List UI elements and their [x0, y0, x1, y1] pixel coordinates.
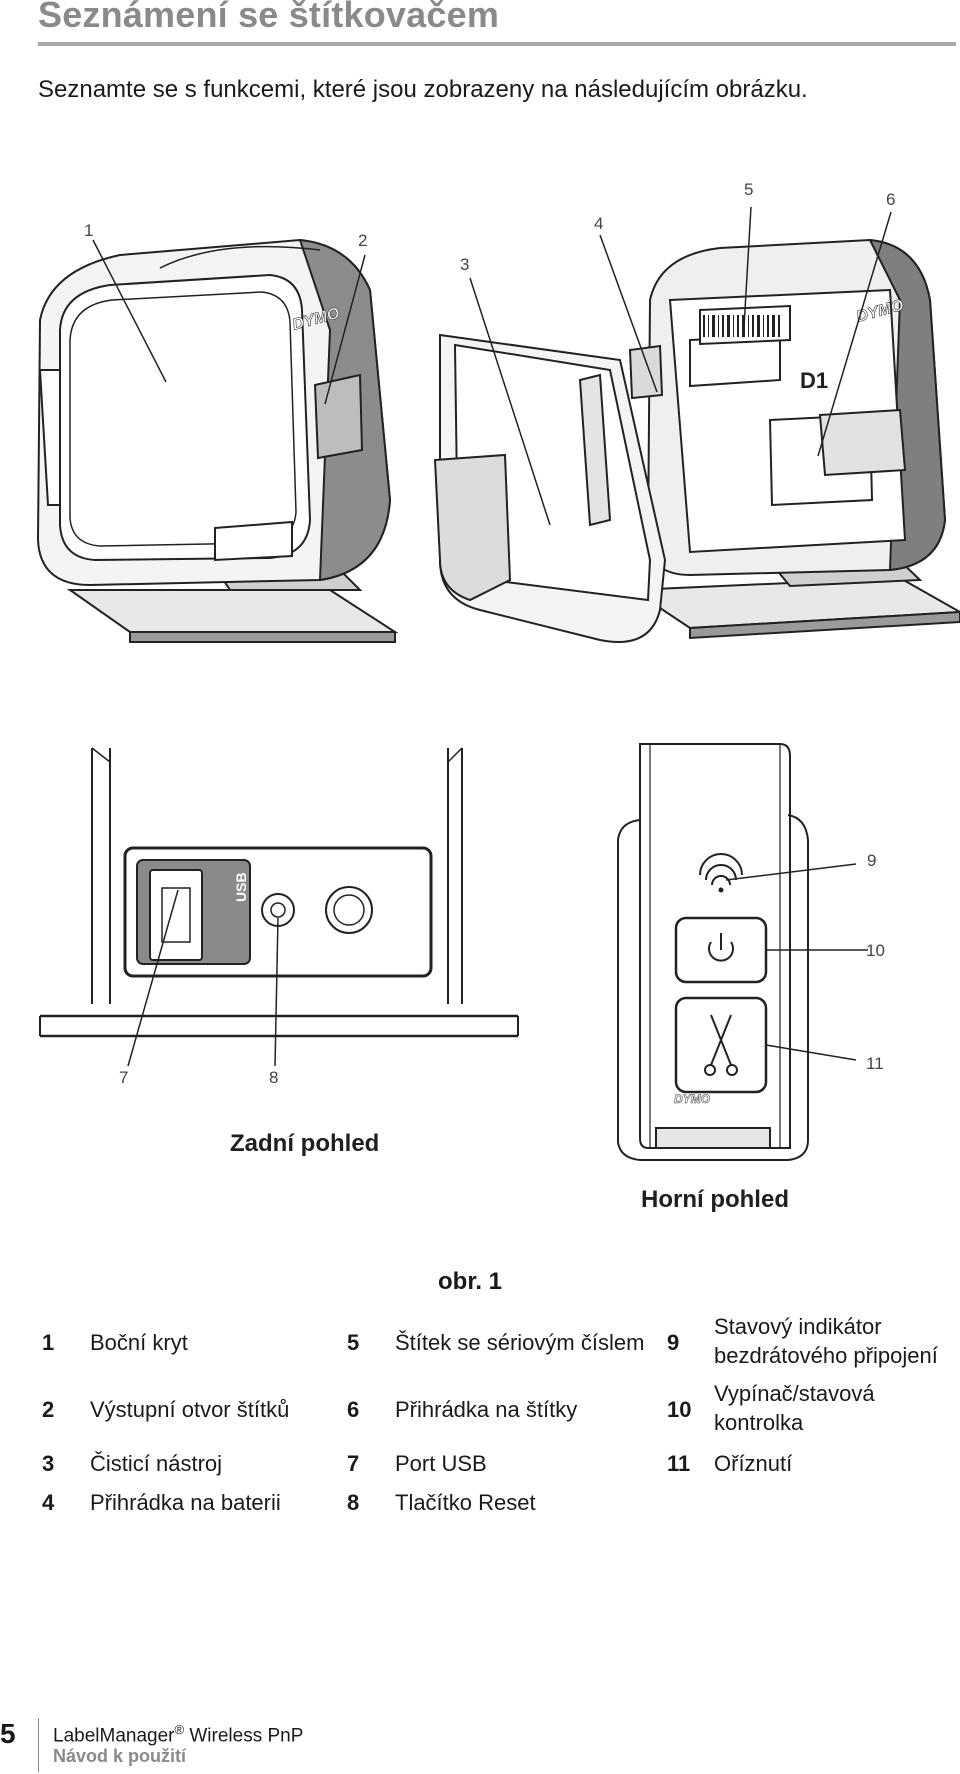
legend-num-5: 5 [347, 1330, 360, 1355]
figure-caption: obr. 1 [438, 1268, 503, 1295]
legend-num-3: 3 [42, 1451, 55, 1476]
footer-product-suffix: Wireless PnP [184, 1725, 304, 1747]
footer-subtitle: Návod k použití [53, 1746, 187, 1766]
callout-7: 7 [119, 1068, 128, 1087]
page-title: Seznámení se štítkovačem [38, 0, 500, 35]
wps-label: WPS [379, 893, 395, 925]
legend-text-9-line2: bezdrátového připojení [714, 1343, 938, 1368]
legend-num-8: 8 [347, 1490, 360, 1515]
callout-5: 5 [744, 180, 753, 199]
callout-6: 6 [886, 190, 895, 209]
callout-1: 1 [84, 221, 93, 240]
legend-num-11: 11 [667, 1451, 691, 1476]
title-rule [38, 42, 956, 46]
callout-9: 9 [867, 851, 876, 870]
legend-text-9-line1: Stavový indikátor [714, 1314, 882, 1339]
legend-text-2: Výstupní otvor štítků [90, 1397, 290, 1422]
legend-text-9: Stavový indikátor bezdrátového připojení [714, 1312, 938, 1370]
legend-num-4: 4 [42, 1490, 55, 1515]
legend-num-1: 1 [42, 1330, 55, 1355]
callout-4: 4 [594, 214, 603, 233]
callout-8: 8 [269, 1068, 278, 1087]
legend-text-10-line2: kontrolka [714, 1410, 804, 1435]
rear-view-label: Zadní pohled [230, 1130, 380, 1157]
legend-text-10-line1: Vypínač/stavová [714, 1381, 875, 1406]
legend-num-9: 9 [667, 1330, 680, 1355]
legend-text-7: Port USB [395, 1451, 487, 1476]
callout-2: 2 [358, 231, 367, 250]
footer-divider [38, 1718, 39, 1772]
callout-3: 3 [460, 255, 469, 274]
brand-label-3: DYMO [674, 1092, 711, 1106]
legend-text-3: Čisticí nástroj [90, 1451, 223, 1476]
footer-product-name: LabelManager [53, 1725, 175, 1747]
legend-text-8: Tlačítko Reset [395, 1490, 536, 1515]
legend-num-7: 7 [347, 1451, 360, 1476]
legend-num-6: 6 [347, 1397, 360, 1422]
intro-text: Seznamte se s funkcemi, které jsou zobra… [38, 76, 808, 103]
callout-10: 10 [866, 941, 885, 960]
legend-text-11: Oříznutí [714, 1451, 793, 1476]
trademark-symbol: ® [174, 1722, 185, 1737]
legend-num-2: 2 [42, 1397, 55, 1422]
top-view-label: Horní pohled [641, 1186, 789, 1213]
legend-num-10: 10 [667, 1397, 692, 1422]
legend-text-4: Přihrádka na baterii [90, 1490, 281, 1515]
footer-product: LabelManager® Wireless PnP [53, 1722, 303, 1747]
d1-label: D1 [800, 368, 828, 393]
reset-label: RESET [296, 885, 312, 932]
usb-label: USB [233, 872, 249, 902]
callout-11: 11 [866, 1054, 884, 1073]
legend-text-10: Vypínač/stavová kontrolka [714, 1379, 875, 1437]
legend-text-5: Štítek se sériovým číslem [395, 1330, 645, 1355]
page-number: 5 [0, 1718, 16, 1749]
legend-text-6: Přihrádka na štítky [395, 1397, 578, 1422]
legend-text-1: Boční kryt [90, 1330, 188, 1355]
